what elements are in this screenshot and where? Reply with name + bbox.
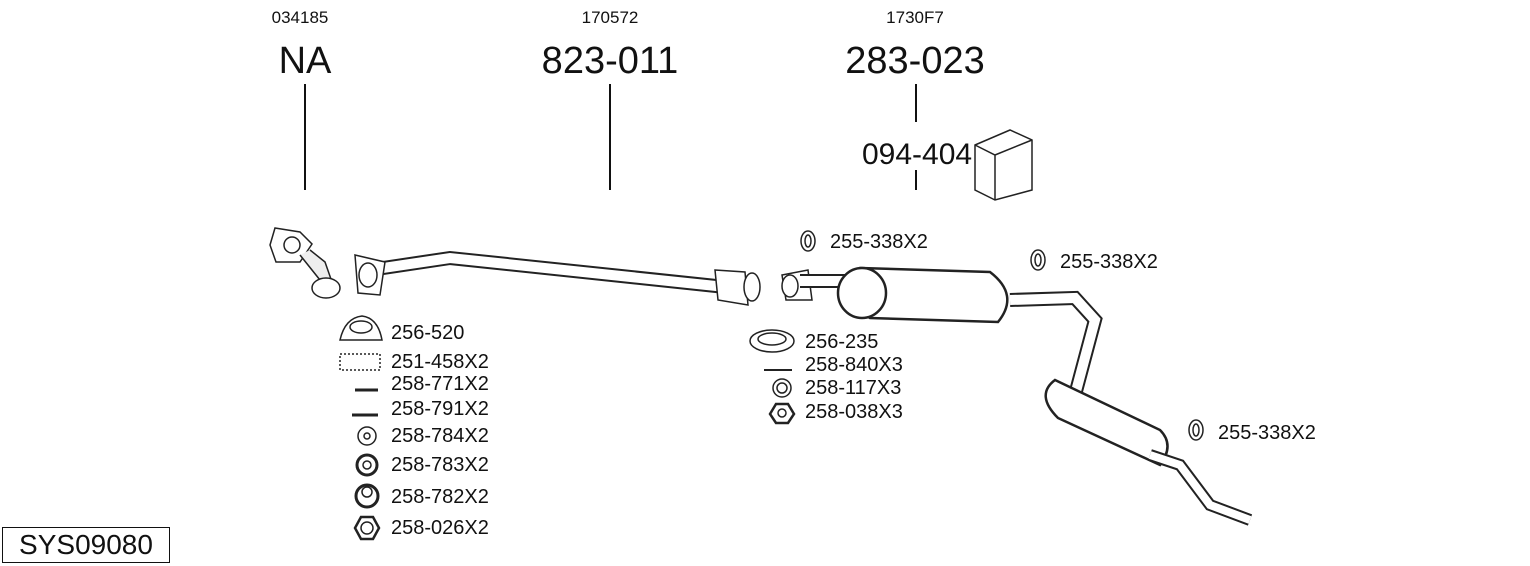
mounting-kit-box-icon	[974, 129, 1033, 201]
assembly-code-1730f7: 1730F7	[886, 8, 944, 27]
intermediate-pipe-drawing	[354, 250, 761, 306]
hanger-part[interactable]: 255-338X2	[830, 231, 928, 253]
part-number-283-023[interactable]: 283-023	[845, 40, 985, 82]
system-id-label: SYS09080	[2, 527, 170, 563]
middle-part[interactable]: 258-840X3	[805, 354, 903, 376]
assembly-code-034185: 034185	[271, 8, 329, 27]
left-part[interactable]: 258-782X2	[391, 486, 489, 508]
left-part[interactable]: 258-784X2	[391, 425, 489, 447]
rear-silencer-drawing	[781, 266, 1253, 526]
hanger-icons	[800, 230, 1204, 441]
middle-part[interactable]: 258-117X3	[805, 377, 902, 399]
middle-part-icons	[749, 329, 796, 425]
part-number-823-011[interactable]: 823-011	[541, 40, 679, 82]
left-part[interactable]: 258-026X2	[391, 517, 489, 539]
left-part[interactable]: 258-771X2	[391, 373, 489, 395]
left-part[interactable]: 258-791X2	[391, 398, 489, 420]
left-part-icons	[339, 315, 383, 541]
assembly-code-170572: 170572	[581, 8, 639, 27]
front-pipe-drawing	[269, 227, 341, 299]
left-part[interactable]: 258-783X2	[391, 454, 489, 476]
left-part[interactable]: 251-458X2	[391, 351, 489, 373]
hanger-part[interactable]: 255-338X2	[1218, 422, 1316, 444]
left-part[interactable]: 256-520	[391, 322, 465, 344]
middle-part[interactable]: 256-235	[805, 331, 879, 353]
part-number-094-404[interactable]: 094-404	[862, 138, 973, 171]
hanger-part[interactable]: 255-338X2	[1060, 251, 1158, 273]
part-number-na[interactable]: NA	[278, 40, 332, 82]
middle-part[interactable]: 258-038X3	[805, 401, 903, 423]
